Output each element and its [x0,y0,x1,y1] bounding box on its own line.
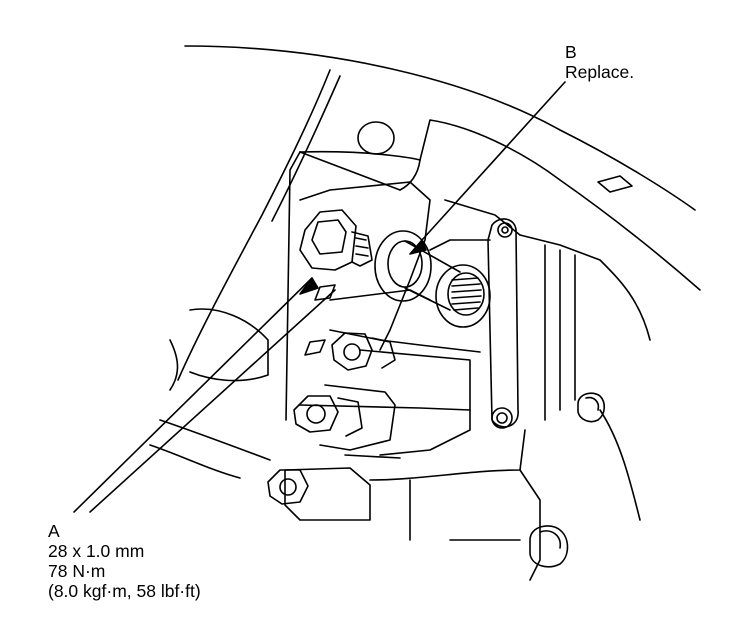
drain-hole [435,264,491,328]
callout-a-letter: A [48,521,60,541]
callout-a-torque-alt: (8.0 kgf·m, 58 lbf·ft) [48,581,201,601]
small-tab [597,175,633,193]
callout-a-size: 28 x 1.0 mm [48,541,145,561]
bracket-body [284,181,651,581]
leader-lines [73,81,566,513]
right-studs [529,392,606,568]
arrowhead-b [409,239,427,255]
strap-bracket [487,218,519,429]
arrowhead-a-1 [299,277,319,295]
linkage-bolts [267,332,396,505]
leader-a-2 [89,289,336,513]
left-housing-panel [149,308,271,479]
callout-b-note: Replace. [565,62,635,82]
drain-plug-bolt [299,209,373,271]
leader-a-1 [73,277,313,513]
callout-b-letter: B [565,42,577,62]
leader-b [421,81,566,241]
linkage-plate [319,384,401,459]
sealing-washer [374,230,461,311]
callout-a-torque: 78 N·m [48,561,106,581]
callout-b: B Replace. [565,42,634,82]
callout-a: A 28 x 1.0 mm 78 N·m (8.0 kgf·m, 58 lbf·… [48,521,201,601]
housing-outline [177,45,701,421]
boss-circle [357,121,395,155]
